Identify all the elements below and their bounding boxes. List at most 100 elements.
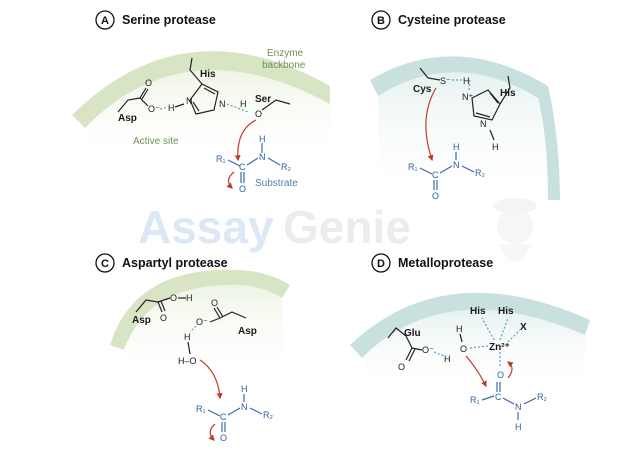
substrate-r1: R₁ [216,154,226,164]
substrate-n: N [241,402,248,412]
ser-o-label: O [255,109,262,119]
carbonyl-electron-arrow [507,361,514,379]
his-imidazole-ring [471,89,501,121]
cys-h-label: H [463,76,470,86]
panel-serine-protease: A Serine protease Enzyme backbone Active… [72,10,330,194]
panel-d-title: Metalloprotease [398,256,493,270]
substrate-r2: R₂ [281,162,291,172]
water-h2-label: H [444,354,451,364]
badge-c [95,253,115,273]
substrate-r2: R₂ [263,410,273,420]
note-substrate: Substrate [255,178,298,189]
substrate-r1: R₁ [470,395,480,405]
watermark-assay: Assay [138,201,274,253]
substrate-o: O [239,184,246,194]
active-site-region [362,309,585,393]
zinc-ion-label: Zn²⁺ [489,342,510,353]
x-ligand-label: X [520,322,527,333]
note-enzyme-line1: Enzyme [267,48,304,59]
badge-b [371,10,391,30]
badge-d-letter: D [377,258,385,270]
hbond-glu-water [433,351,445,357]
his1-label: His [470,306,486,317]
substrate-c: C [220,412,227,422]
substrate-h: H [453,142,460,152]
substrate-h: H [259,134,266,144]
glu-label: Glu [404,328,421,339]
hbond-asp-his [159,106,169,110]
enzyme-backbone-arc [72,51,330,128]
asp-o-label: O [145,78,152,88]
his-nplus-label: N⁺ [462,92,473,102]
asp-o-minus-label: O⁻ [148,104,160,114]
substrate-n: N [515,402,522,412]
nucleophilic-attack-arrow [199,359,223,400]
note-active-site: Active site [133,136,179,147]
water-h1-label: H [456,324,463,334]
ser-h-label: H [240,99,247,109]
panel-a-title: Serine protease [122,13,216,27]
asp1-h-label: H [186,293,193,303]
substrate-c: C [432,170,439,180]
his2-label: His [498,306,514,317]
asp2-label: Asp [238,326,257,337]
zn-his1-coord [481,317,495,341]
panel-cysteine-protease: B Cysteine protease S⁻ H Cys N⁺ N H His … [370,10,560,201]
substrate-c: C [239,162,246,172]
substrate-o: O [432,191,439,201]
nucleophilic-attack-arrow [234,119,257,162]
asp1-label: Asp [132,315,151,326]
watermark-genie: Genie [283,201,411,253]
his-imidazole-ring [189,83,219,115]
asp1-o-label: O [160,313,167,323]
asp2-o-label: O [211,298,218,308]
substrate-o: O [497,370,504,380]
enzyme-backbone-arc [350,292,590,358]
nucleophilic-attack-arrow [465,355,487,388]
panel-c-title: Aspartyl protease [122,256,228,270]
badge-a-letter: A [101,15,109,27]
glu-o-label: O [398,362,405,372]
glu-o-minus-label: O⁻ [422,345,434,355]
panel-metalloprotease: D Metalloprotease O O⁻ Glu H O H Zn²⁺ Hi… [350,253,590,432]
badge-b-letter: B [377,15,385,27]
badge-d [371,253,391,273]
panel-aspartyl-protease: C Aspartyl protease O O H Asp O O⁻ Asp H… [95,253,290,443]
substrate-r1: R₁ [408,162,418,172]
asp-co-bond [139,87,147,99]
substrate-c: C [495,392,502,402]
water-o-label: O [460,344,467,354]
water-ho-label: H–O [178,356,197,366]
substrate-r2: R₂ [475,168,485,178]
hbond-asp-water [189,325,197,333]
ser-label: Ser [255,94,271,105]
his-label: His [200,69,216,80]
water-h-label: H [184,332,191,342]
his-label: His [500,88,516,99]
h-label: H [168,103,175,113]
substrate-r2: R₂ [537,392,547,402]
zn-x-coord [507,329,521,343]
substrate-h: H [515,422,522,432]
substrate-h: H [241,384,248,394]
badge-c-letter: C [101,258,109,270]
watermark: Assay Genie [138,198,537,262]
substrate-n: N [259,152,266,162]
panel-b-title: Cysteine protease [398,13,506,27]
nucleophilic-attack-arrow [425,87,437,162]
cys-s-label: S⁻ [440,76,451,86]
his-h-label: H [492,142,499,152]
his-n2-label: N [219,99,226,109]
zn-water-coord [469,345,489,349]
note-enzyme-line2: backbone [262,60,306,71]
asp-chain-bond [117,97,141,113]
substrate-r1: R₁ [196,404,206,414]
his-n1-label: N [186,96,193,106]
asp1-oh-o-label: O [170,293,177,303]
carbonyl-electron-arrow [208,423,216,441]
asp-label: Asp [118,113,137,124]
badge-a [95,10,115,30]
carbonyl-electron-arrow [226,171,235,189]
